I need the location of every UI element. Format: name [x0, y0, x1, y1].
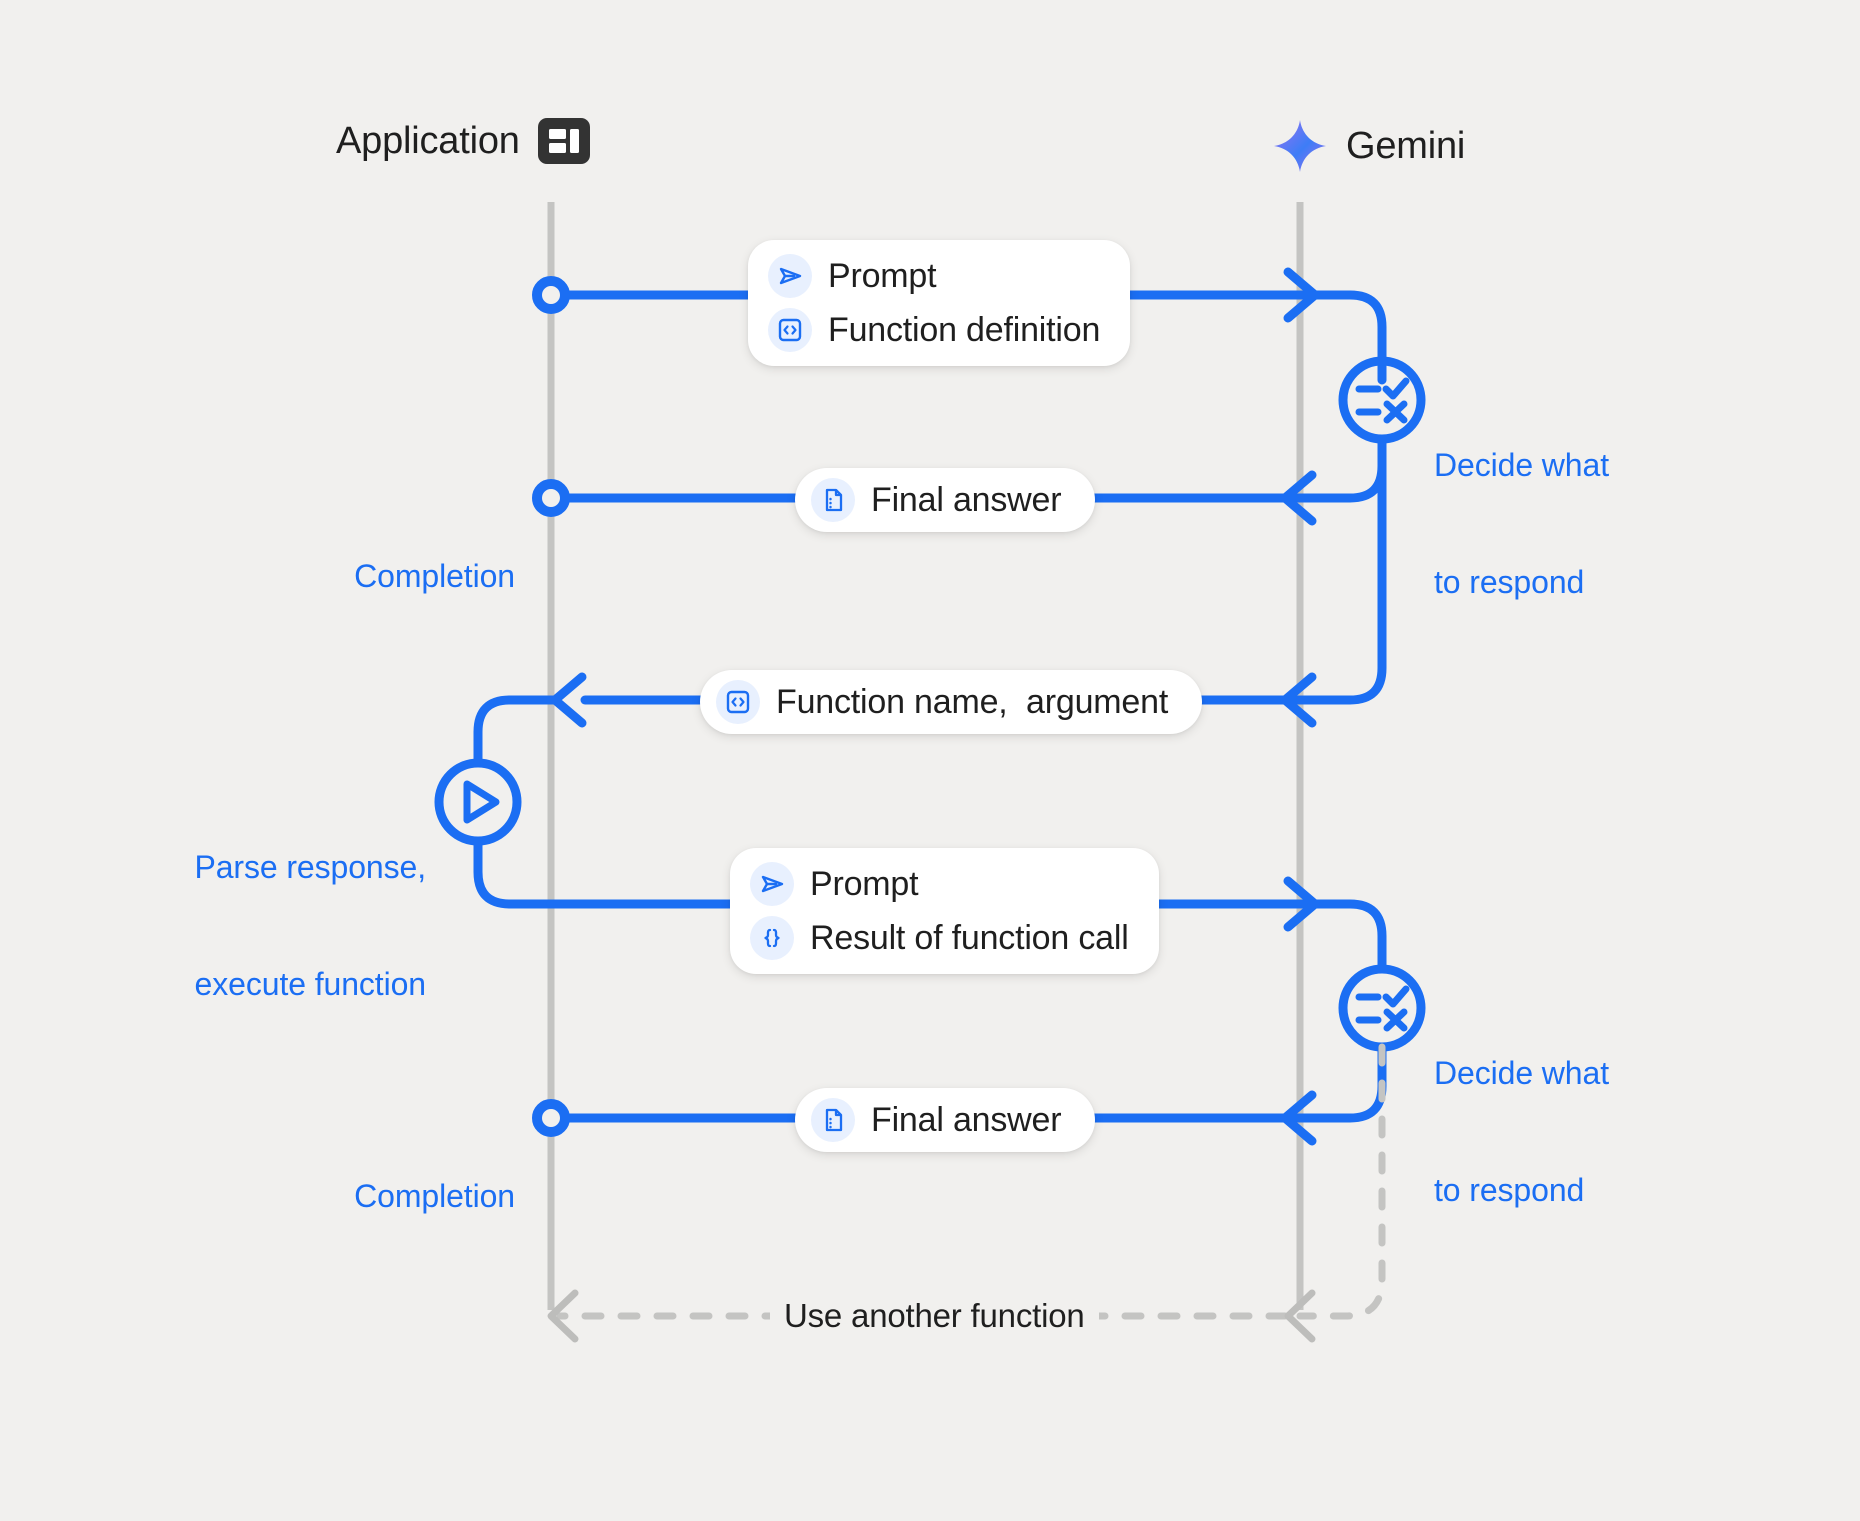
send-arrow-icon [750, 862, 794, 906]
message-row: Prompt [768, 254, 1100, 298]
message-card-request-1[interactable]: Prompt Function definition [748, 240, 1131, 366]
message-row: Function name, argument [716, 680, 1168, 724]
code-brackets-icon [716, 680, 760, 724]
actor-application: Application [336, 118, 590, 164]
message-row: Result of function call [750, 916, 1129, 960]
message-card-response-1[interactable]: Final answer [795, 468, 1096, 532]
annotation-parse-execute: Parse response, execute function [186, 770, 426, 1082]
annotation-line: Parse response, [194, 849, 426, 886]
annotation-line: Decide what [1434, 1055, 1609, 1092]
actor-gemini-label: Gemini [1346, 124, 1466, 167]
message-row: Prompt [750, 862, 1129, 906]
message-row-label: Final answer [871, 1100, 1062, 1139]
annotation-completion-2: Completion [300, 1099, 515, 1294]
message-row: Function definition [768, 308, 1100, 352]
message-row: Final answer [811, 478, 1062, 522]
annotation-decide-1: Decide what to respond [1434, 368, 1609, 680]
loop-label: Use another function [770, 1297, 1099, 1335]
annotation-completion-1: Completion [300, 479, 515, 674]
message-card-response-2[interactable]: Function name, argument [700, 670, 1203, 734]
message-row-label: Function definition [828, 310, 1101, 349]
actor-application-label: Application [336, 119, 520, 162]
curly-braces-icon [750, 916, 794, 960]
document-icon [811, 478, 855, 522]
dashboard-layout-icon [537, 118, 590, 164]
annotation-line: to respond [1434, 564, 1585, 601]
message-row-label: Prompt [828, 256, 937, 295]
message-card-response-3[interactable]: Final answer [795, 1088, 1096, 1152]
actor-gemini: Gemini [1272, 118, 1465, 174]
annotation-decide-2: Decide what to respond [1434, 976, 1609, 1288]
code-brackets-icon [768, 308, 812, 352]
message-row-label: Prompt [810, 864, 919, 903]
annotation-line: execute function [194, 966, 427, 1003]
gemini-sparkle-icon [1272, 118, 1328, 174]
message-row: Final answer [811, 1098, 1062, 1142]
document-icon [811, 1098, 855, 1142]
message-row-label: Result of function call [810, 918, 1129, 957]
annotation-line: Decide what [1434, 447, 1609, 484]
annotation-line: Completion [354, 1178, 515, 1215]
message-row-label: Final answer [871, 480, 1062, 519]
message-card-request-2[interactable]: Prompt Result of function call [730, 848, 1159, 974]
annotation-line: to respond [1434, 1172, 1585, 1209]
send-arrow-icon [768, 254, 812, 298]
message-row-label: Function name, argument [776, 682, 1169, 721]
annotation-line: Completion [354, 558, 515, 595]
